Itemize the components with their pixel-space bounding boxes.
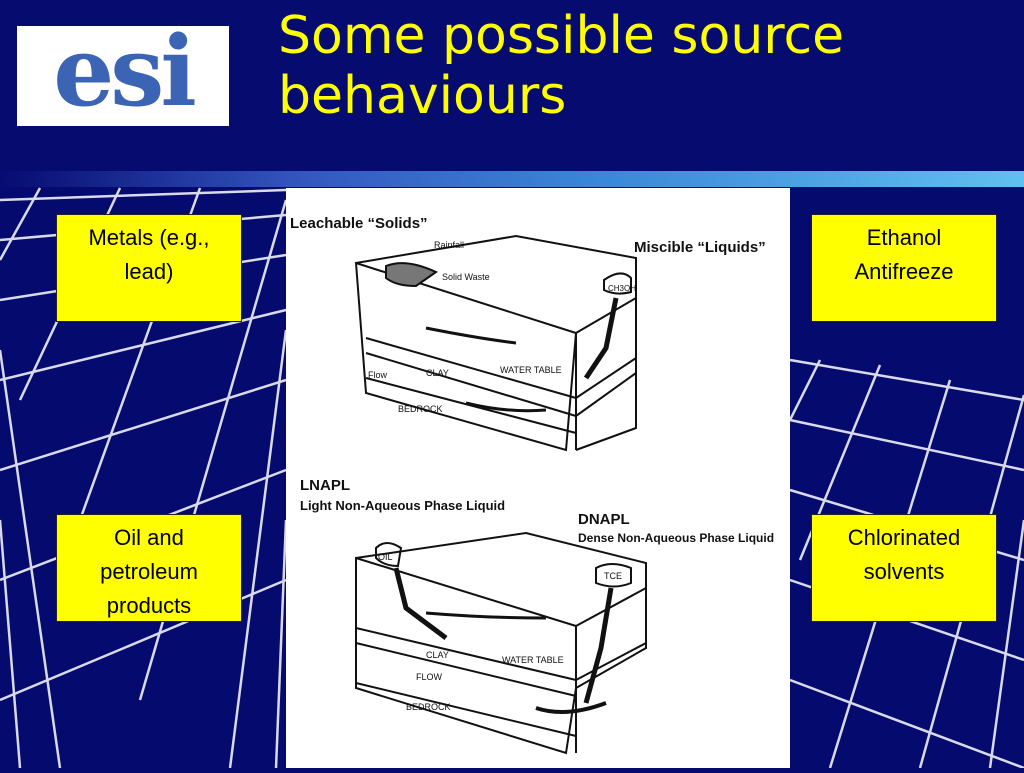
oil-line-1: Oil and (114, 525, 184, 550)
bottom-block-diagram (355, 531, 647, 755)
solid-waste-label: Solid Waste (442, 272, 490, 282)
clay-label-top: CLAY (426, 368, 449, 378)
company-logo: esi (17, 15, 229, 128)
slide-title: Some possible source behaviours (278, 6, 998, 126)
miscible-liquids-heading: Miscible “Liquids” (634, 239, 766, 256)
slide-header: esi Some possible source behaviours (0, 0, 1024, 172)
bedrock-label-bottom: BEDROCK (406, 702, 451, 712)
title-line-1: Some possible source (278, 6, 845, 66)
dnapl-subtitle: Dense Non-Aqueous Phase Liquid (578, 531, 774, 545)
ethanol-line-2: Antifreeze (854, 259, 954, 284)
tce-drum-label: TCE (604, 571, 622, 581)
oil-drum-label: OIL (378, 552, 393, 562)
lnapl-subtitle: Light Non-Aqueous Phase Liquid (300, 498, 505, 513)
ethanol-line-1: Ethanol (866, 225, 942, 250)
chlorinated-label: Chlorinated solvents (811, 514, 997, 622)
rainfall-label: Rainfall (434, 240, 464, 250)
dnapl-title: DNAPL (578, 511, 630, 528)
metals-line-1: Metals (e.g., (88, 225, 210, 250)
bedrock-label-top: BEDROCK (398, 404, 443, 414)
leachable-solids-heading: Leachable “Solids” (290, 215, 428, 232)
ch3oh-label: CH3OH (608, 284, 636, 293)
lnapl-title: LNAPL (300, 477, 350, 494)
flow-label-top: Flow (368, 370, 388, 380)
flow-label-bottom: FLOW (416, 672, 443, 682)
top-block-diagram (354, 234, 637, 452)
metals-label: Metals (e.g., lead) (56, 214, 242, 322)
water-table-label-bottom: WATER TABLE (502, 655, 564, 665)
metals-line-2: lead) (124, 259, 174, 284)
ethanol-label: Ethanol Antifreeze (811, 214, 997, 322)
source-behaviour-figure: Leachable “Solids” Miscible “Liquids” Ra… (286, 188, 790, 768)
clay-label-bottom: CLAY (426, 650, 449, 660)
title-line-2: behaviours (278, 66, 567, 126)
oil-label: Oil and petroleum products (56, 514, 242, 622)
oil-line-3: products (106, 593, 192, 618)
chlorinated-line-2: solvents (863, 559, 945, 584)
oil-line-2: petroleum (100, 559, 198, 584)
header-band (0, 171, 1024, 187)
chlorinated-line-1: Chlorinated (847, 525, 961, 550)
water-table-label-top: WATER TABLE (500, 365, 562, 375)
source-diagram: Leachable “Solids” Miscible “Liquids” Ra… (290, 215, 774, 755)
logo-text: esi (53, 15, 197, 128)
